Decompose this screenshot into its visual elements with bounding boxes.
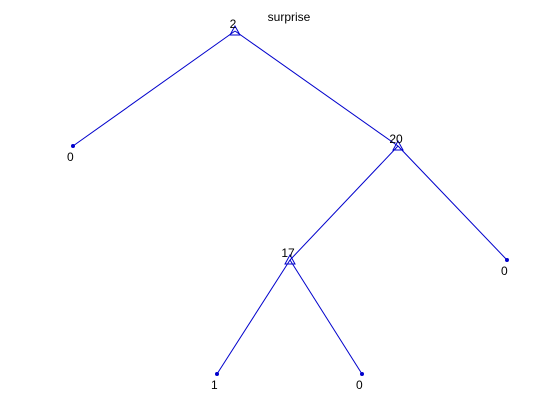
split-marker-triangle — [229, 24, 241, 36]
node-label: 0 — [356, 378, 363, 392]
leaf-node: 0 — [67, 144, 75, 164]
leaf-node: 0 — [356, 372, 364, 392]
tree-edge — [289, 145, 399, 261]
tree-edge — [397, 145, 508, 261]
node-label: 1 — [211, 378, 218, 392]
node-label: 2 — [230, 17, 237, 31]
leaf-marker-dot — [360, 372, 364, 376]
leaf-marker-dot — [505, 258, 509, 262]
figure-title: surprise — [268, 10, 311, 24]
split-node: 17 — [281, 246, 296, 265]
leaf-node: 1 — [211, 372, 219, 392]
node-label: 17 — [281, 246, 295, 260]
tree-edge — [72, 30, 236, 147]
node-label: 0 — [501, 264, 508, 278]
leaf-node: 0 — [501, 258, 509, 278]
tree-edge — [289, 259, 363, 375]
node-label: 20 — [389, 132, 403, 146]
tree-edge — [234, 30, 399, 147]
split-node: 20 — [389, 132, 404, 151]
leaf-marker-dot — [71, 144, 75, 148]
node-label: 0 — [67, 150, 74, 164]
split-marker-triangle — [392, 139, 404, 151]
edges-layer — [72, 30, 508, 375]
leaf-marker-dot — [215, 372, 219, 376]
split-node: 2 — [229, 17, 241, 36]
split-marker-triangle — [284, 253, 296, 265]
tree-edge — [216, 259, 291, 375]
